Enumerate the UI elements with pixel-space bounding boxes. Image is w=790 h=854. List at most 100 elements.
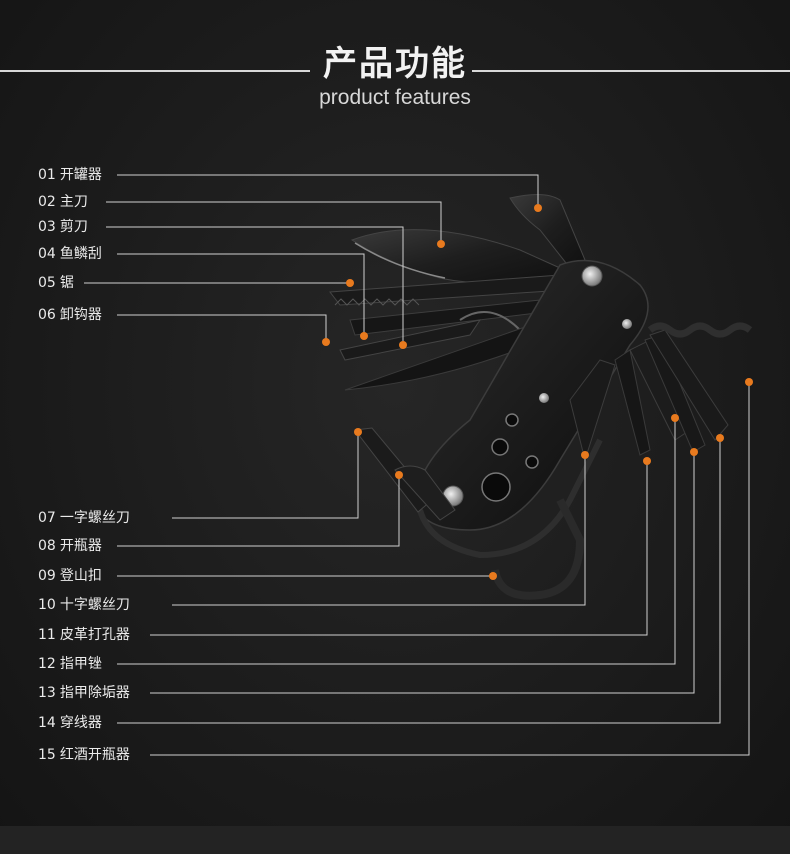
main-blade	[350, 229, 561, 286]
feature-label: 一字螺丝刀	[59, 510, 130, 526]
marker-dot-02	[437, 240, 445, 248]
title-rule-right	[472, 70, 790, 72]
leader-line-06	[117, 314, 327, 342]
bottom-band	[0, 826, 790, 854]
feature-label: 指甲锉	[59, 656, 102, 672]
feature-number: 14	[38, 715, 56, 731]
leader-line-11	[150, 461, 648, 636]
leader-line-15	[150, 382, 750, 756]
marker-dot-13	[690, 448, 698, 456]
leader-lines	[84, 174, 750, 756]
feature-label: 锯	[59, 275, 74, 291]
marker-dot-15	[745, 378, 753, 386]
saw-teeth	[334, 298, 420, 306]
handle-hole	[525, 455, 539, 469]
marker-dot-03	[399, 341, 407, 349]
feature-number: 12	[38, 656, 56, 672]
feature-label: 卸钩器	[59, 307, 102, 323]
feature-number: 07	[38, 510, 56, 526]
marker-dot-07	[354, 428, 362, 436]
phillips-screwdriver-tool	[569, 359, 616, 462]
leader-line-07	[172, 432, 359, 519]
leader-line-02	[106, 201, 442, 244]
leader-line-03	[106, 226, 404, 345]
marker-dot-14	[716, 434, 724, 442]
scissors-tool	[339, 319, 482, 361]
feature-label: 穿线器	[59, 715, 102, 731]
handle-hole	[491, 438, 509, 456]
leader-line-12	[117, 418, 676, 665]
leader-line-04	[117, 253, 365, 336]
feature-label: 主刀	[59, 194, 88, 210]
feature-number: 02	[38, 194, 56, 210]
carabiner-tool	[491, 498, 585, 600]
feature-label: 十字螺丝刀	[59, 597, 130, 613]
scissors-spring	[459, 311, 521, 331]
marker-dot-06	[322, 338, 330, 346]
feature-number: 01	[38, 167, 56, 183]
handle-hole	[481, 472, 511, 502]
marker-dot-11	[643, 457, 651, 465]
marker-dots	[322, 204, 753, 580]
feature-label: 鱼鳞刮	[59, 246, 102, 262]
feature-label: 开罐器	[59, 167, 102, 183]
pivot-screw	[581, 265, 603, 287]
leader-line-13	[150, 452, 695, 694]
title-rule-left	[0, 70, 310, 72]
threader-tool	[649, 329, 729, 441]
marker-dot-01	[534, 204, 542, 212]
marker-dot-10	[581, 451, 589, 459]
feature-number: 10	[38, 597, 56, 613]
leader-line-01	[117, 174, 539, 208]
feature-label: 开瓶器	[59, 538, 102, 554]
feature-label: 登山扣	[59, 568, 102, 584]
section-header: 产品功能 product features	[0, 40, 790, 110]
bottle-opener-tool	[394, 465, 456, 521]
main-blade-edge	[354, 242, 446, 279]
feature-number: 08	[38, 538, 56, 554]
feature-number: 04	[38, 246, 56, 262]
marker-dot-08	[395, 471, 403, 479]
rivet	[622, 319, 632, 329]
handle-hole	[505, 413, 519, 427]
handle-lower-layers	[417, 438, 603, 559]
feature-label: 指甲除垢器	[59, 685, 130, 701]
rivet	[539, 393, 549, 403]
leather-punch-tool	[614, 349, 651, 456]
feature-number: 05	[38, 275, 56, 291]
marker-dot-09	[489, 572, 497, 580]
feature-number: 13	[38, 685, 56, 701]
leader-line-10	[172, 455, 586, 606]
feature-number: 09	[38, 568, 56, 584]
marker-dot-05	[346, 279, 354, 287]
feature-number: 03	[38, 219, 56, 235]
marker-dot-12	[671, 414, 679, 422]
feature-number: 06	[38, 307, 56, 323]
marker-dot-04	[360, 332, 368, 340]
feature-number: 15	[38, 747, 56, 763]
feature-label: 剪刀	[59, 219, 88, 235]
corkscrew-tool	[647, 322, 753, 338]
feature-label: 皮革打孔器	[59, 627, 130, 643]
leader-line-08	[117, 475, 400, 547]
leader-line-14	[117, 438, 721, 724]
section-subtitle: product features	[319, 86, 471, 109]
feature-label: 红酒开瓶器	[59, 747, 130, 763]
